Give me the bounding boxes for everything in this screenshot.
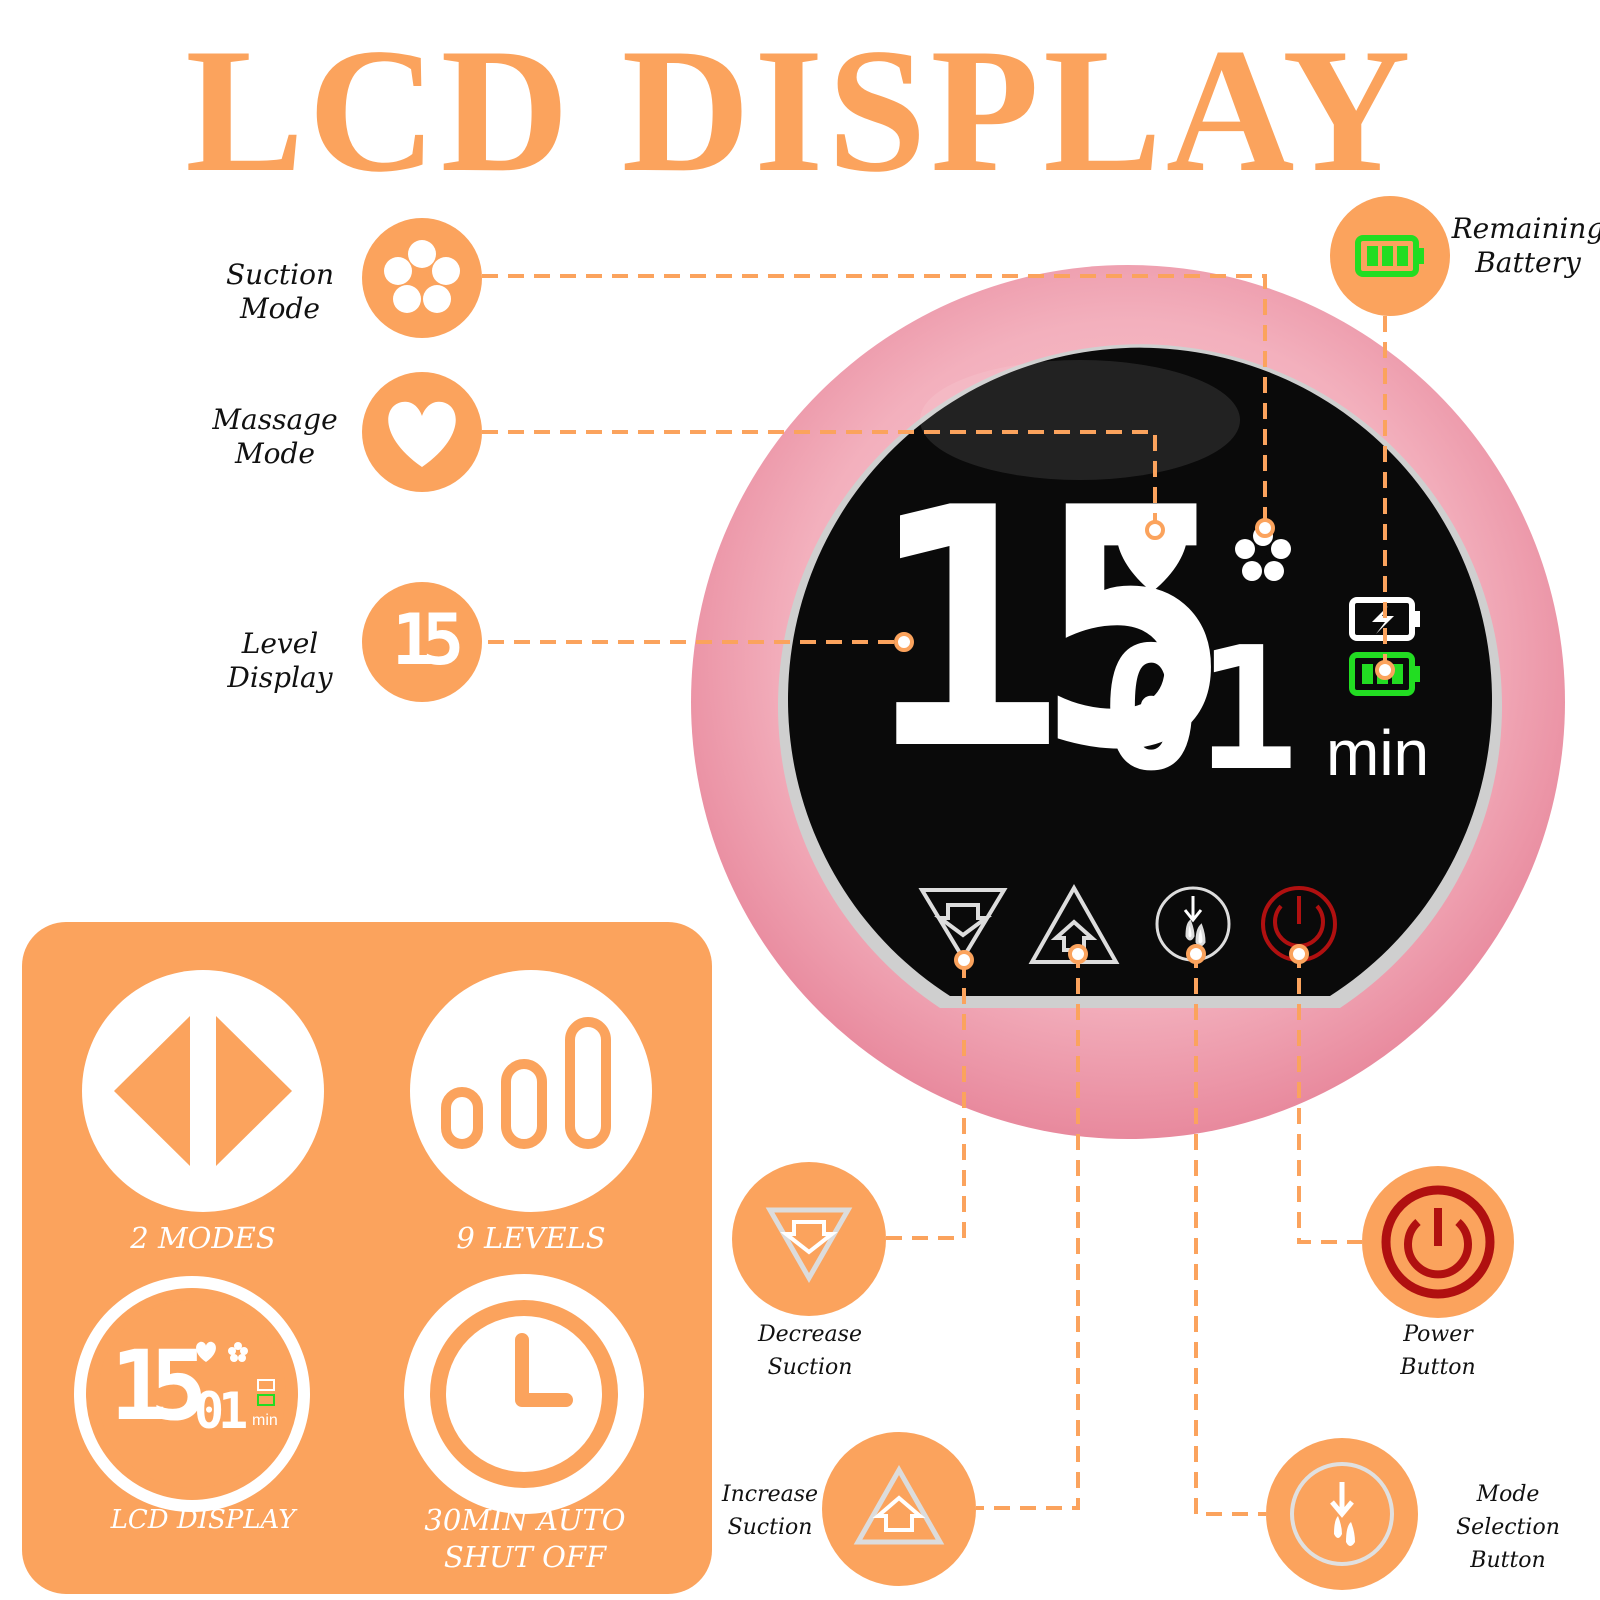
increase-suction-badge — [822, 1432, 976, 1586]
auto-off-badge — [404, 1274, 644, 1514]
lcd-power-icon — [1261, 886, 1337, 962]
feature-lcd-label: LCD DISPLAY — [110, 1505, 296, 1535]
lcd-charging-icon — [1349, 597, 1420, 641]
feature-modes-label: 2 MODES — [130, 1221, 276, 1255]
level-digits-icon: 15 — [391, 599, 464, 681]
arrows-icon — [114, 1016, 292, 1166]
modes-badge — [82, 970, 324, 1212]
heart-icon — [388, 401, 456, 467]
lcd-battery-icon — [1349, 652, 1420, 696]
levels-badge — [410, 970, 652, 1212]
decrease-suction-badge — [732, 1162, 886, 1316]
lcd-feature-badge: 15 01 min — [74, 1276, 310, 1512]
battery-badge — [1330, 196, 1450, 316]
level-display-badge: 15 — [362, 582, 482, 702]
mini-lcd-minutes: 01 — [194, 1382, 248, 1440]
battery-icon — [1355, 235, 1424, 277]
mode-icon — [1290, 1462, 1394, 1566]
decrease-icon — [765, 1207, 853, 1284]
lcd-minutes-readout: 01 — [1100, 611, 1299, 809]
flower-icon — [384, 240, 460, 313]
lcd-unit: min — [1326, 717, 1430, 789]
clock-icon — [430, 1300, 618, 1488]
bars-icon — [441, 1017, 611, 1149]
features-panel: 2 MODES 9 LEVELS 15 01 min LCD DISPLAY — [22, 922, 712, 1594]
mini-lcd-icons — [196, 1341, 275, 1406]
lcd-flower-icon — [1235, 526, 1291, 581]
mode-selection-badge — [1266, 1438, 1418, 1590]
page-title: LCD DISPLAY — [185, 11, 1415, 209]
mini-lcd: 15 01 min — [98, 1300, 286, 1488]
massage-mode-badge — [362, 372, 482, 492]
power-button-badge — [1362, 1166, 1514, 1318]
lcd-mode-icon — [1155, 886, 1231, 962]
feature-levels-label: 9 LEVELS — [456, 1221, 606, 1255]
lcd-decrease-icon — [918, 888, 1008, 962]
increase-icon — [853, 1464, 945, 1545]
power-icon — [1381, 1185, 1495, 1299]
lcd-level-readout: 15 — [866, 438, 1233, 822]
mini-lcd-unit: min — [252, 1412, 278, 1429]
suction-mode-badge — [362, 218, 482, 338]
lcd-increase-icon — [1028, 883, 1120, 964]
